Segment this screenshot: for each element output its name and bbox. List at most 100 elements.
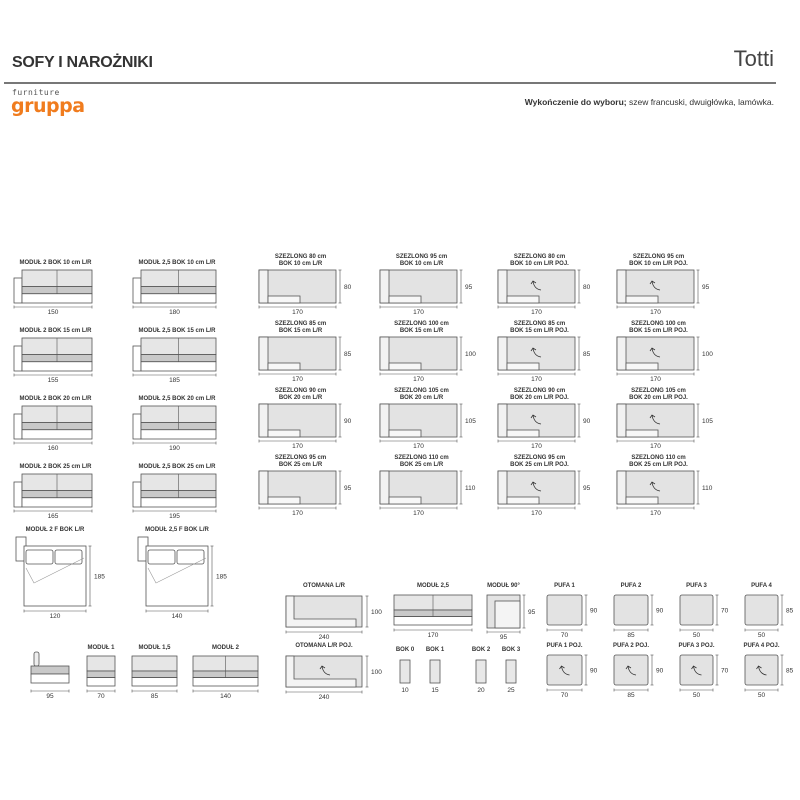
seat-front [140, 361, 217, 372]
width-value: 140 [172, 613, 183, 620]
width-value: 170 [292, 443, 303, 450]
szezlong-bok-label: BOK 25 cm L/R [279, 462, 323, 468]
pouf-body [679, 594, 714, 626]
szezlong-label: SZEZLONG 110 cm [394, 455, 448, 461]
back-cushion [176, 549, 205, 565]
szezlong-label: SZEZLONG 85 cm [275, 321, 326, 327]
width-value: 140 [220, 693, 231, 700]
depth-value: 105 [465, 418, 476, 425]
width-value: 85 [151, 693, 159, 700]
module-label: MODUŁ 2 [212, 645, 240, 651]
szezlong-label: SZEZLONG 100 cm [394, 321, 449, 327]
depth-value: 100 [371, 669, 382, 676]
szezlong-bok-label: BOK 10 cm L/R POJ. [510, 261, 569, 267]
seat-front [267, 429, 301, 438]
pouf-body [744, 654, 779, 686]
depth-value: 110 [702, 485, 713, 492]
pouf-label: PUFA 2 POJ. [613, 643, 649, 649]
depth-value: 70 [721, 608, 729, 615]
side-arm [497, 269, 508, 304]
szezlong-bok-label: BOK 15 cm L/R POJ. [510, 328, 569, 334]
side-panel-label: BOK 3 [502, 647, 521, 653]
side-panel-label: BOK 2 [472, 647, 491, 653]
folded-mattress [147, 557, 207, 584]
small-module-item: 95 [30, 651, 70, 700]
pouf-label: PUFA 4 POJ. [743, 643, 779, 649]
seat-front [506, 429, 540, 438]
folded-mattress [25, 557, 85, 584]
pouf-label: PUFA 1 [554, 583, 575, 589]
sleep-function-arrow-icon [691, 665, 702, 676]
pouf-body [744, 594, 779, 626]
sleep-function-arrow-icon [625, 665, 637, 676]
sleep-function-arrow-icon [319, 665, 331, 676]
szezlong-bok-label: BOK 10 cm L/R [400, 261, 444, 267]
module-label: MODUŁ 2,5 BOK 15 cm L/R [138, 328, 216, 334]
brand-logo: gruppa [11, 95, 85, 117]
back-cushion [131, 655, 178, 672]
width-value: 95 [500, 634, 508, 641]
szezlong-label: SZEZLONG 95 cm [396, 254, 447, 260]
depth-value: 110 [465, 485, 476, 492]
width-value: 170 [650, 309, 661, 316]
seat-front [86, 677, 116, 687]
width-value: 70 [561, 632, 569, 639]
module-label: MODUŁ 2 BOK 15 cm L/R [19, 328, 92, 334]
szezlong-label: SZEZLONG 100 cm [631, 321, 686, 327]
width-value: 15 [431, 687, 439, 694]
pouf-label: PUFA 3 [686, 583, 707, 589]
szezlong-label: SZEZLONG 105 cm [394, 388, 449, 394]
width-value: 170 [650, 443, 661, 450]
width-value: 170 [428, 632, 439, 639]
module-label: MODUŁ 90° [487, 583, 520, 589]
width-value: 190 [169, 445, 180, 452]
szezlong-bok-label: BOK 15 cm L/R [279, 328, 323, 334]
width-value: 170 [531, 376, 542, 383]
side-panel-label: BOK 0 [396, 647, 415, 653]
module-label: MODUŁ 2 BOK 20 cm L/R [19, 396, 92, 402]
seat-front [625, 362, 659, 371]
module-label: MODUŁ 2 BOK 25 cm L/R [19, 464, 92, 470]
pouf-body [613, 654, 649, 686]
backrest [33, 651, 40, 667]
sleep-function-arrow-icon [530, 280, 542, 291]
szezlong-bok-label: BOK 25 cm L/R POJ. [629, 462, 688, 468]
width-value: 195 [169, 513, 180, 520]
width-value: 85 [627, 692, 635, 699]
sleep-function-arrow-icon [530, 414, 542, 425]
side-arm [132, 413, 142, 440]
side-panel-item: BOK 115 [426, 647, 445, 694]
side-panel-item: BOK 325 [502, 647, 521, 694]
szezlong-bok-label: BOK 10 cm L/R [279, 261, 323, 267]
szezlong-label: SZEZLONG 80 cm [514, 254, 565, 260]
sleep-function-arrow-icon [649, 481, 661, 492]
module-label: MODUŁ 2,5 [417, 583, 450, 589]
seat-front [625, 295, 659, 304]
szezlong-label: SZEZLONG 95 cm [633, 254, 684, 260]
seat-front [393, 616, 473, 626]
back-cushion [86, 655, 116, 672]
bed-label: MODUŁ 2,5 F BOK L/R [145, 527, 209, 533]
seat-front [21, 293, 93, 304]
small-module-item: MODUŁ 2 140 [192, 645, 259, 700]
depth-value: 80 [583, 284, 591, 291]
